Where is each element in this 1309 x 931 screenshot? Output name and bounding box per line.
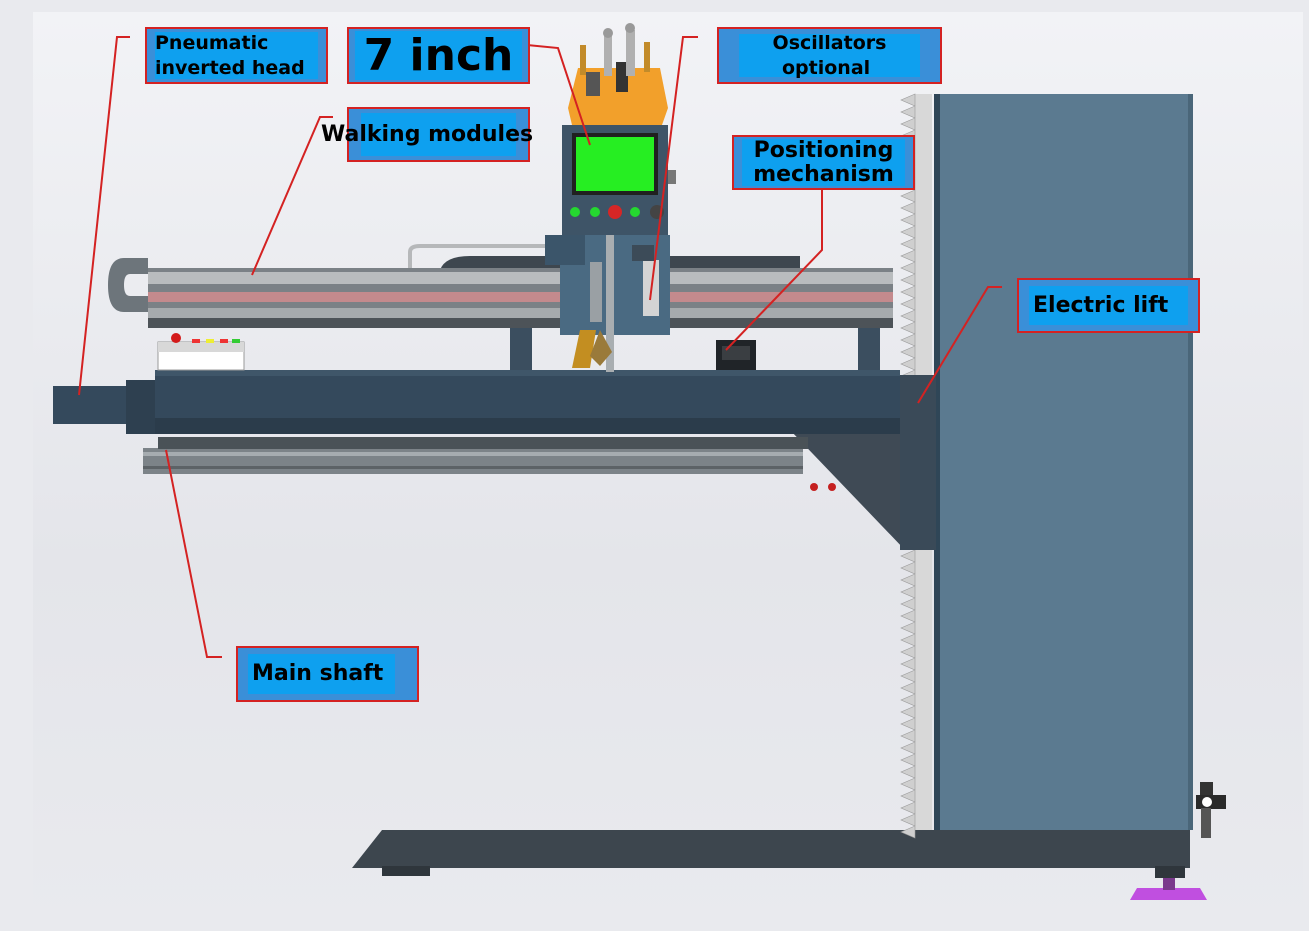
- machine-base: [352, 830, 1190, 878]
- filter-regulator: [1196, 782, 1226, 838]
- leader-positioning: [725, 190, 823, 351]
- control-head: [562, 125, 676, 235]
- leader-lines: [78, 36, 1002, 658]
- leader-pneumatic-head: [78, 36, 130, 396]
- lift-column: [934, 94, 1193, 830]
- label-oscillators-line2: optional: [782, 56, 871, 79]
- walking-module-rail: [108, 258, 893, 328]
- label-positioning-line1: Positioning: [753, 137, 894, 163]
- label-electric-lift-text: Electric lift: [1033, 292, 1169, 318]
- label-pneumatic-inverted-head: Pneumatic inverted head: [145, 27, 328, 84]
- leader-walking-modules: [251, 116, 333, 276]
- label-walking-modules: Walking modules: [321, 107, 533, 162]
- label-screen-size-text: 7 inch: [363, 29, 514, 81]
- label-pneumatic-line1: Pneumatic: [155, 31, 269, 54]
- leader-electric-lift: [917, 286, 1002, 404]
- oscillator-unit: [568, 23, 668, 125]
- support-bracket: [790, 430, 905, 550]
- main-beam: [53, 370, 900, 434]
- label-oscillators-line1: Oscillators: [772, 31, 887, 54]
- display-screen: [576, 137, 654, 191]
- label-electric-lift: Electric lift: [1017, 278, 1200, 333]
- label-positioning-mechanism: Positioning mechanism: [732, 135, 915, 190]
- leveling-foot: [1130, 888, 1207, 900]
- leader-screen-size: [526, 44, 591, 146]
- label-walking-modules-text: Walking modules: [321, 121, 534, 147]
- label-main-shaft-text: Main shaft: [252, 661, 384, 686]
- label-positioning-line2: mechanism: [753, 161, 894, 187]
- leader-oscillators: [649, 36, 698, 301]
- leader-main-shaft: [165, 449, 222, 658]
- positioning-block: [716, 340, 756, 370]
- label-oscillators-optional: Oscillators optional: [717, 27, 942, 84]
- control-buttons-box: [157, 333, 245, 371]
- main-shaft-rail: [143, 437, 808, 474]
- label-pneumatic-line2: inverted head: [155, 56, 305, 79]
- label-main-shaft: Main shaft: [236, 646, 419, 702]
- label-screen-size: 7 inch: [347, 27, 530, 84]
